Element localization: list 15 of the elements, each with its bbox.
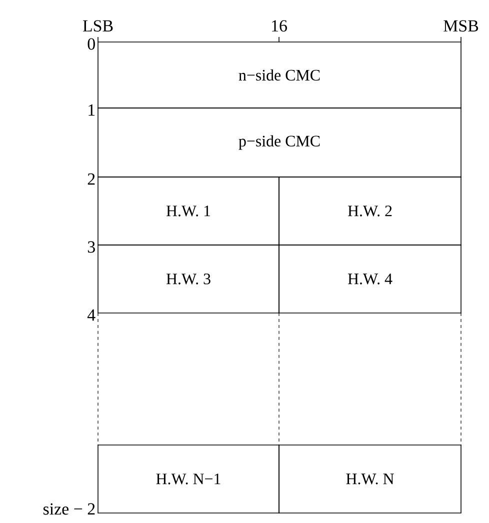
row-label: 0 — [88, 38, 95, 50]
table-cell: H.W. 2 — [278, 176, 462, 246]
table-cell: H.W. N — [278, 444, 462, 514]
table-cell: p−side CMC — [98, 108, 462, 178]
row-label: 4 — [87, 309, 96, 321]
bit-label: MSB — [444, 20, 478, 32]
row-label: 1 — [88, 104, 95, 116]
table-cell: H.W. 4 — [278, 244, 462, 314]
table-cell: n−side CMC — [98, 42, 462, 108]
row-label: 3 — [88, 241, 95, 253]
row-label: 2 — [88, 173, 95, 185]
bit-label: LSB — [82, 20, 113, 32]
table-cell: H.W. 3 — [98, 244, 280, 314]
table-cell: H.W. N−1 — [98, 444, 280, 514]
table-cell: H.W. 1 — [98, 176, 280, 246]
